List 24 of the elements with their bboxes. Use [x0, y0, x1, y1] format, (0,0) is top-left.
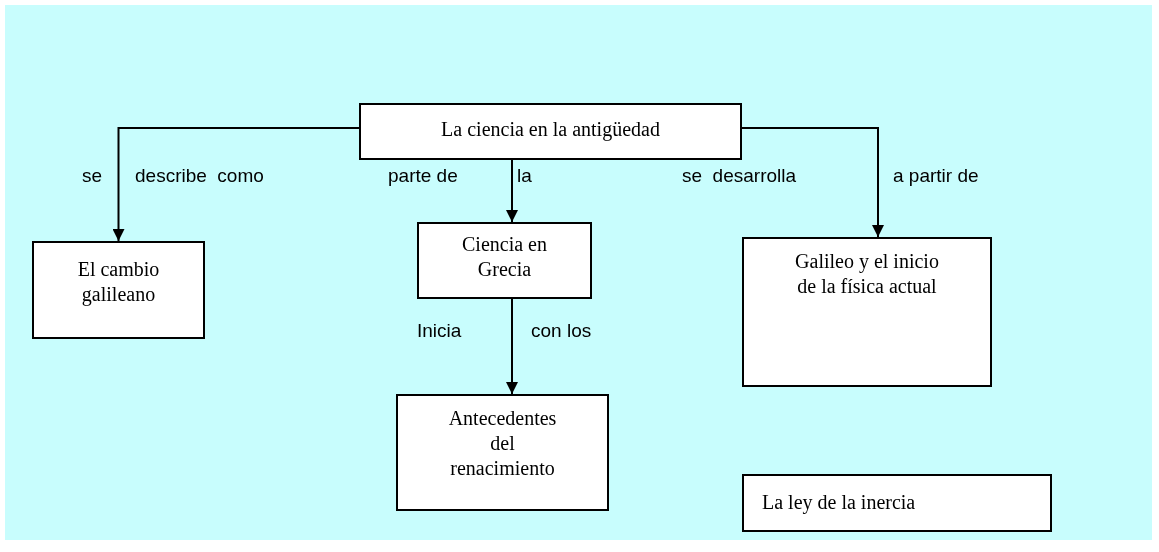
concept-box: [417, 222, 592, 299]
concept-text: Antecedentes del renacimiento: [448, 406, 557, 481]
arrow: [506, 159, 518, 223]
concept-box: [32, 241, 205, 339]
link-phrase: a partir de: [893, 165, 979, 187]
link-phrase: con los: [531, 320, 592, 342]
concept-box: [396, 394, 609, 511]
concept-box: [742, 237, 992, 387]
link-phrase: parte de: [388, 165, 458, 187]
concept-text: Ciencia en Grecia: [461, 232, 548, 282]
arrow: [112, 127, 360, 242]
concept-box: [742, 474, 1052, 532]
link-phrase: se: [82, 165, 103, 187]
arrow: [506, 298, 518, 395]
concept-text: Galileo y el inicio de la física actual: [794, 249, 940, 299]
arrow: [741, 127, 884, 238]
link-phrase: Inicia: [417, 320, 462, 342]
concept-text: El cambio galileano: [76, 257, 161, 307]
link-phrase: se desarrolla: [682, 165, 797, 187]
concept-text: La ley de la inercia: [762, 490, 917, 515]
link-phrase: la: [517, 165, 532, 187]
concept-box: [359, 103, 742, 160]
concept-text: La ciencia en la antigüedad: [440, 117, 661, 142]
link-phrase: describe como: [135, 165, 264, 187]
